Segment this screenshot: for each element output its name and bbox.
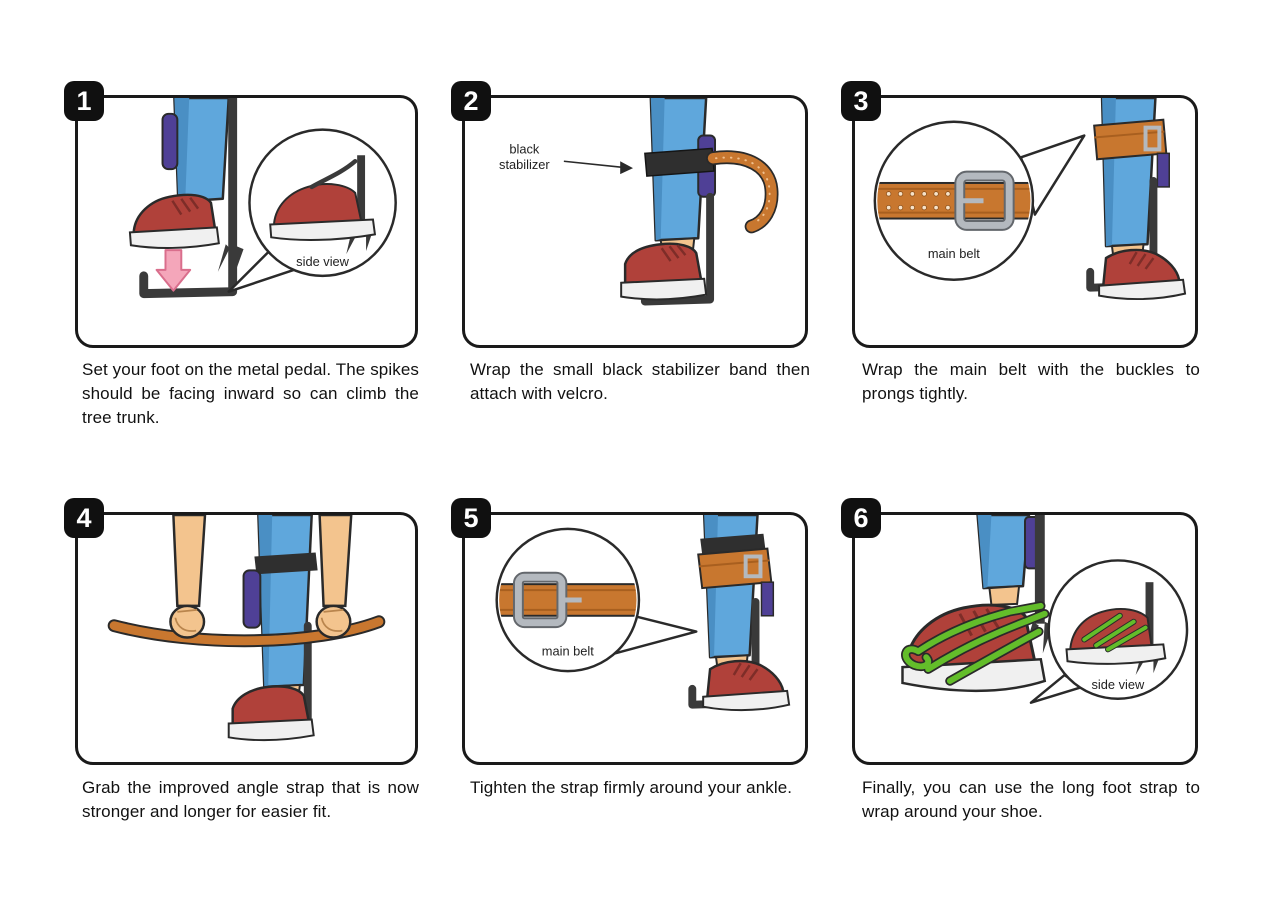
step-panel-4: 4 (64, 498, 418, 765)
climber-leg (976, 515, 1040, 590)
step-caption-4: Grab the improved angle strap that is no… (82, 778, 419, 822)
step-badge-3: 3 (841, 81, 881, 121)
right-hand (315, 515, 353, 639)
step-caption-2: Wrap the small black stabilizer band the… (470, 360, 810, 404)
belt-wrap (1093, 118, 1170, 188)
step-panel-6: 6 (841, 498, 1198, 765)
callout-label-line2: stabilizer (499, 157, 550, 172)
step-caption-1: Set your foot on the metal pedal. The sp… (82, 360, 419, 428)
step-number: 6 (853, 502, 869, 533)
stabilizer-band (644, 147, 715, 177)
orange-strap (706, 150, 779, 234)
shoe (702, 659, 791, 712)
inset-side-view: side view (227, 128, 397, 293)
step5-illustration: main belt (495, 515, 791, 712)
step3-illustration: main belt (873, 98, 1187, 301)
spike-pedal (139, 98, 244, 299)
belt-wrap (697, 533, 775, 617)
step-panel-3: 3 (841, 81, 1198, 348)
step-number: 5 (463, 502, 479, 533)
arrow-head-icon (620, 161, 634, 175)
step4-illustration (107, 515, 386, 742)
shoe (128, 193, 220, 249)
shoe (620, 242, 708, 301)
step-panel-2: 2 black stabilizer (451, 81, 808, 348)
ankle (988, 585, 1021, 606)
step6-illustration: side view (901, 515, 1189, 704)
step2-illustration: black stabilizer (499, 98, 779, 306)
step-number: 1 (76, 85, 92, 116)
step-badge-5: 5 (451, 498, 491, 538)
step-number: 4 (76, 502, 92, 533)
step-panel-1: 1 (64, 81, 418, 348)
step-badge-6: 6 (841, 498, 881, 538)
step-number: 2 (463, 85, 479, 116)
callout-black-stabilizer: black stabilizer (499, 141, 634, 175)
inset-label: main belt (928, 246, 980, 261)
step-caption-5: Tighten the strap firmly around your ank… (470, 778, 793, 797)
inset-side-view: side view (1029, 559, 1189, 704)
inset-main-belt: main belt (495, 527, 698, 673)
inset-label: main belt (542, 643, 594, 658)
left-hand (169, 515, 207, 639)
inset-label: side view (1091, 677, 1144, 692)
inset-label: side view (296, 254, 349, 269)
step-panel-5: 5 main belt (451, 498, 808, 765)
inset-main-belt: main belt (873, 120, 1086, 282)
angle-strap (107, 615, 386, 648)
step-badge-1: 1 (64, 81, 104, 121)
callout-label-line1: black (509, 141, 540, 156)
step-number: 3 (853, 85, 869, 116)
green-foot-strap (901, 601, 1050, 686)
climber-leg (161, 98, 230, 203)
shoe (227, 685, 315, 742)
step-badge-4: 4 (64, 498, 104, 538)
step-caption-3: Wrap the main belt with the buckles to p… (862, 360, 1200, 404)
step1-illustration: side view (128, 98, 397, 299)
step-badge-2: 2 (451, 81, 491, 121)
step-caption-6: Finally, you can use the long foot strap… (862, 778, 1200, 822)
down-arrow-icon (155, 249, 192, 292)
shoe (1098, 248, 1187, 301)
